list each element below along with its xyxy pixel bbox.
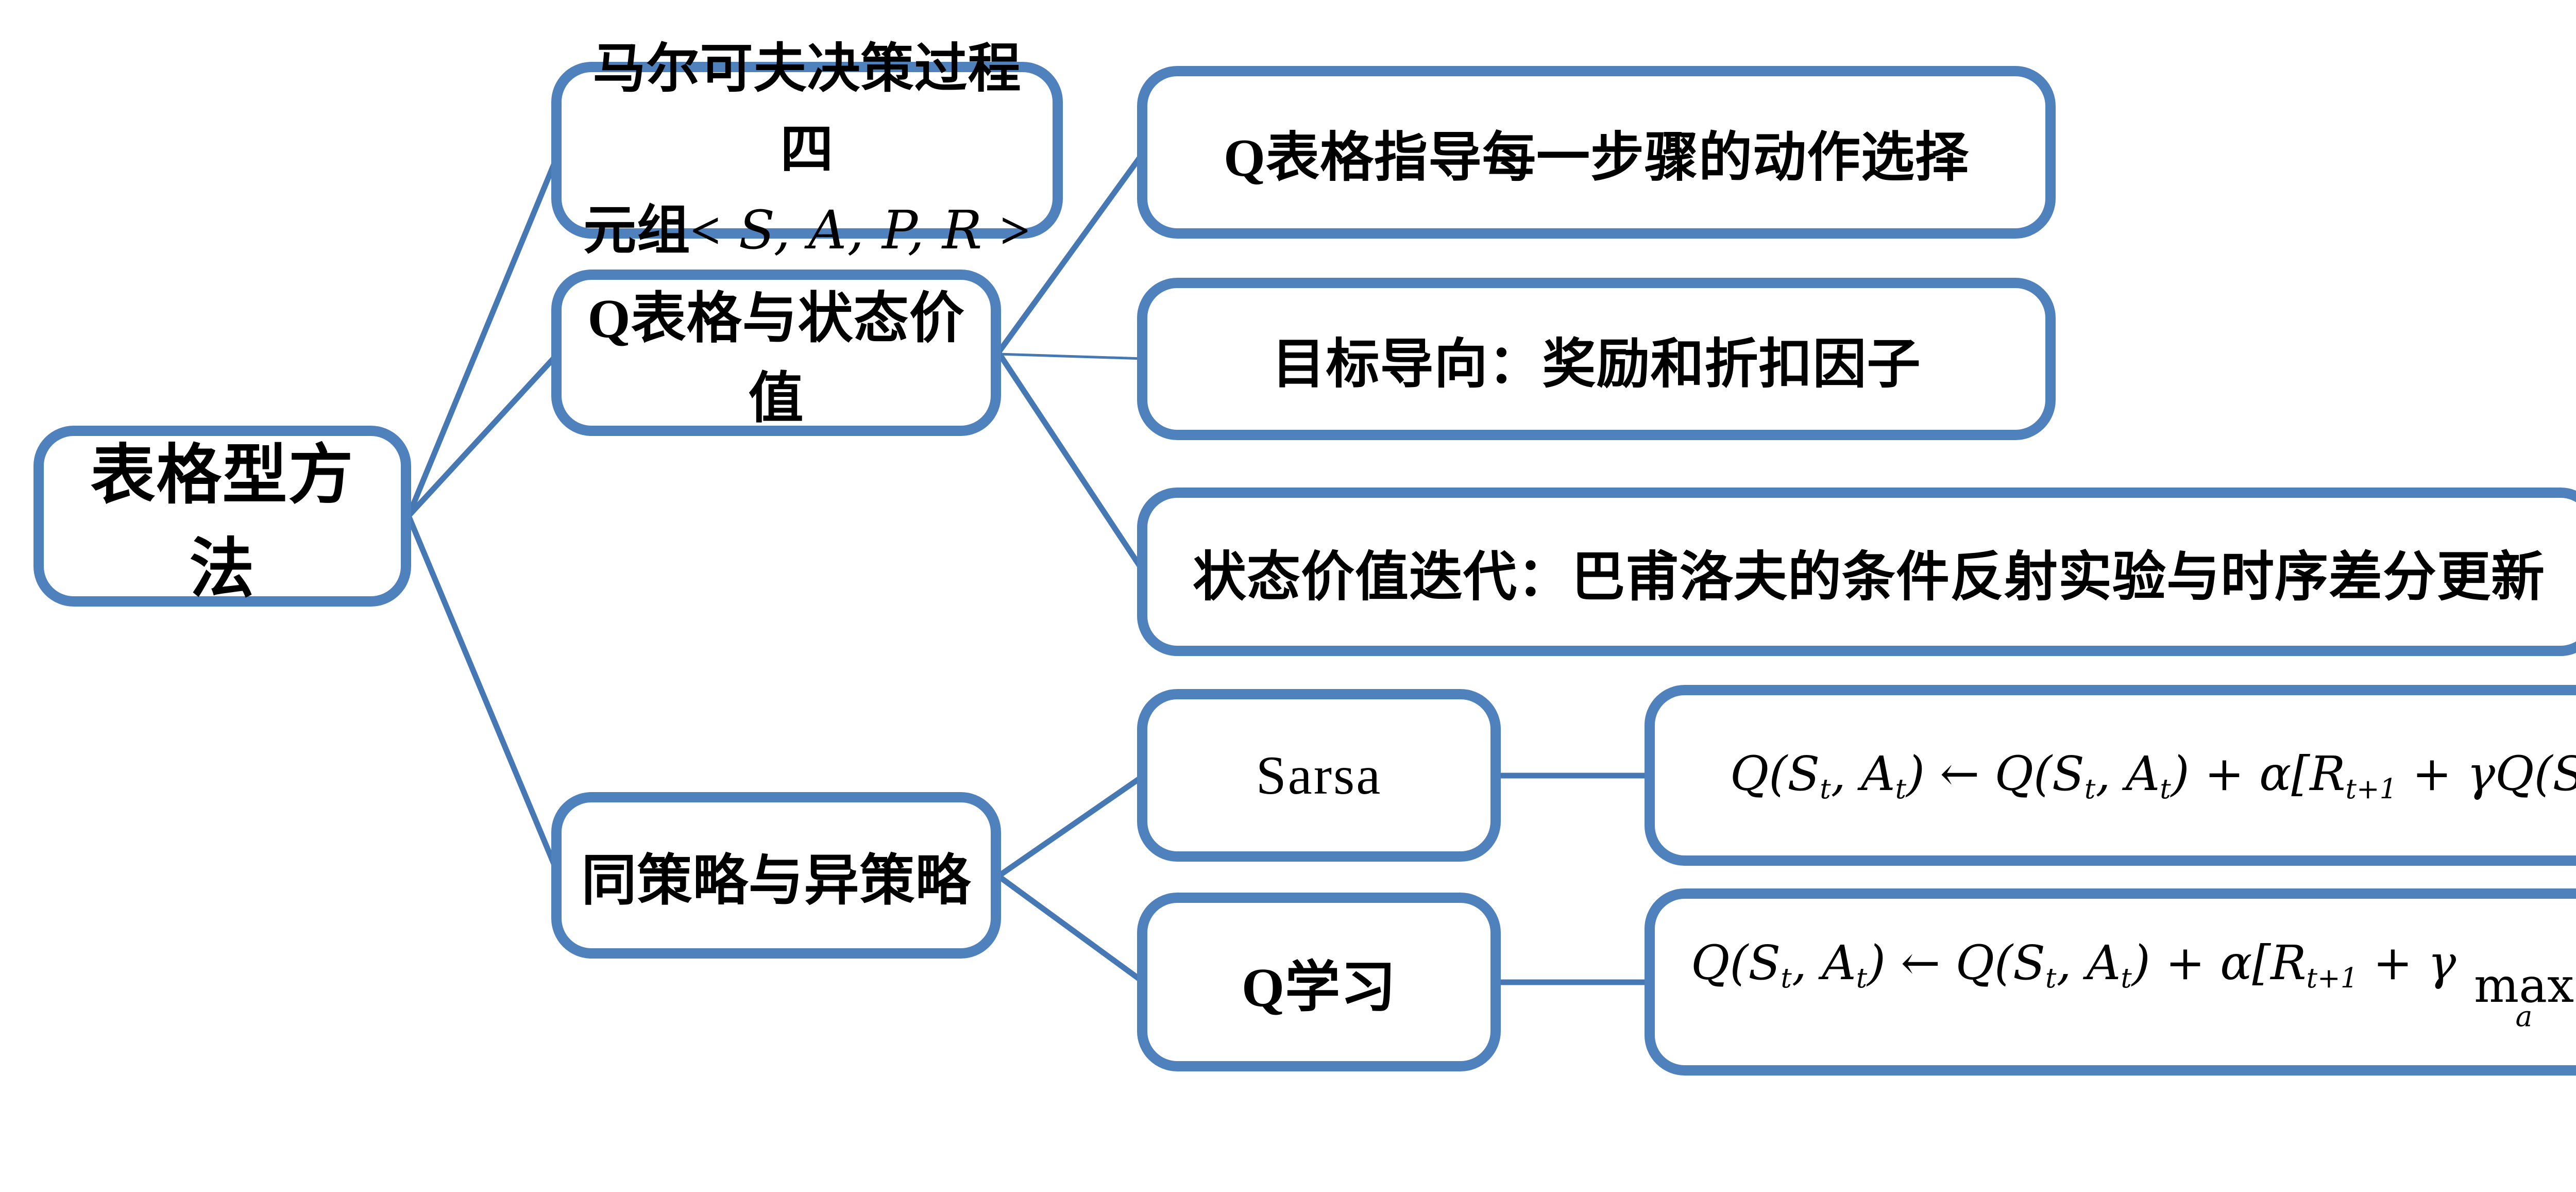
connector-qtable-guide (996, 150, 1146, 355)
mdp-node-line1: 马尔可夫决策过程四 (592, 40, 1022, 179)
mdp-node-label: 马尔可夫决策过程四 元组< S, A, P, R > (577, 29, 1037, 272)
value-iteration-label: 状态价值迭代：巴甫洛夫的条件反射实验与时序差分更新 (1192, 548, 2545, 607)
qtable-node: Q表格与状态价值 (551, 270, 1001, 436)
sarsa-label: Sarsa (1256, 745, 1382, 805)
policy-node-label: 同策略与异策略 (581, 851, 971, 912)
sarsa-formula-box: Q(St, At) ← Q(St, At) + α[Rt+1 + γQ(St+1… (1645, 685, 2576, 866)
connector-root-qtable (406, 350, 562, 518)
connector-policy-qlearning (996, 874, 1146, 985)
qlearning-box: Q学习 (1137, 893, 1501, 1071)
mdp-node-line2: 元组< S, A, P, R > (583, 199, 1031, 262)
connector-policy-sarsa (996, 773, 1146, 879)
root-node-tabular-methods: 表格型方法 (33, 426, 411, 607)
qtable-guide-box: Q表格指导每一步骤的动作选择 (1137, 66, 2056, 239)
sarsa-box: Sarsa (1137, 689, 1501, 862)
qtable-node-label: Q表格与状态价值 (587, 288, 965, 429)
connector-root-mdp (405, 150, 562, 517)
value-iteration-box: 状态价值迭代：巴甫洛夫的条件反射实验与时序差分更新 (1137, 488, 2576, 656)
root-node-label: 表格型方法 (90, 440, 354, 606)
qlearning-label: Q学习 (1241, 958, 1397, 1018)
goal-oriented-label: 目标导向：奖励和折扣因子 (1272, 335, 1921, 394)
connector-qtable-value (996, 350, 1146, 574)
policy-node: 同策略与异策略 (551, 792, 1001, 959)
mdp-node: 马尔可夫决策过程四 元组< S, A, P, R > (551, 40, 1063, 261)
goal-oriented-box: 目标导向：奖励和折扣因子 (1137, 278, 2056, 440)
connector-root-policy (405, 514, 562, 878)
sarsa-formula: Q(St, At) ← Q(St, At) + α[Rt+1 + γQ(St+1… (1730, 746, 2576, 805)
connector-qtable-goal (998, 352, 1144, 360)
qtable-guide-label: Q表格指导每一步骤的动作选择 (1224, 128, 1969, 188)
